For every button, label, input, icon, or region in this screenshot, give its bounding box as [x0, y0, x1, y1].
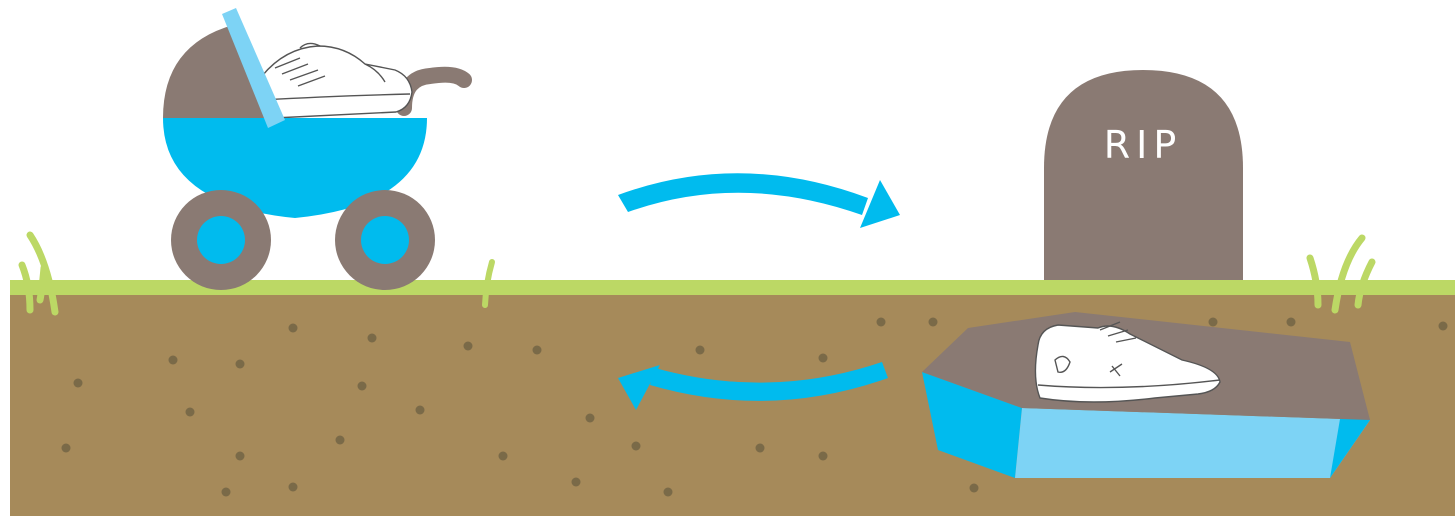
soil-dot: [368, 334, 377, 343]
soil-dot: [1439, 322, 1448, 331]
soil-dot: [62, 444, 71, 453]
soil-dot: [1209, 318, 1218, 327]
soil-dot: [877, 318, 886, 327]
soil-dot: [1287, 318, 1296, 327]
soil-dot: [289, 324, 298, 333]
soil-dot: [970, 484, 979, 493]
soil-dot: [696, 346, 705, 355]
baby-stroller-icon: [163, 8, 464, 290]
soil-dot: [499, 452, 508, 461]
soil-dot: [572, 478, 581, 487]
soil-dot: [632, 442, 641, 451]
soil-dot: [236, 360, 245, 369]
gravestone-text: RIP: [1104, 123, 1183, 167]
soil-dot: [819, 452, 828, 461]
soil-dot: [236, 452, 245, 461]
sneaker-icon: [261, 43, 412, 118]
soil-dot: [929, 318, 938, 327]
soil-dot: [416, 406, 425, 415]
soil-dot: [664, 488, 673, 497]
curved-arrow-right-icon: [618, 173, 900, 228]
soil-dot: [289, 483, 298, 492]
soil-dot: [533, 346, 542, 355]
soil-dot: [819, 354, 828, 363]
soil-dot: [586, 414, 595, 423]
soil-dot: [186, 408, 195, 417]
soil-dot: [336, 436, 345, 445]
gravestone-icon: RIP: [1044, 70, 1243, 280]
soil-dot: [222, 488, 231, 497]
soil-dot: [74, 379, 83, 388]
coffin-icon: [922, 312, 1370, 478]
soil-dot: [169, 356, 178, 365]
soil-dot: [358, 382, 367, 391]
grass-tuft-left: [22, 235, 55, 312]
soil-dot: [756, 444, 765, 453]
soil-dot: [464, 342, 473, 351]
